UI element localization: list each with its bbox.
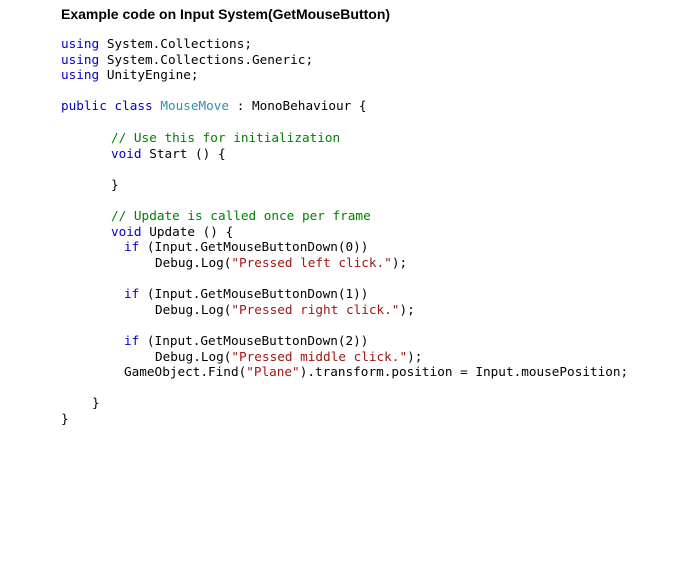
code-text: (Input.GetMouseButtonDown(1))	[139, 286, 369, 301]
code-text: Debug.Log(	[155, 255, 232, 270]
code-text: }	[111, 177, 119, 192]
keyword: if	[124, 286, 140, 301]
code-text: System.Collections.Generic;	[99, 52, 314, 67]
code-text: (Input.GetMouseButtonDown(0))	[139, 239, 369, 254]
code-text: }	[92, 395, 100, 410]
code-text: System.Collections;	[99, 36, 252, 51]
code-text: (Input.GetMouseButtonDown(2))	[139, 333, 369, 348]
code-line-class-declaration: public class MouseMove : MonoBehaviour {	[61, 98, 367, 113]
code-line-class-close: }	[61, 411, 69, 426]
code-line-log-left: Debug.Log("Pressed left click.");	[155, 255, 407, 270]
keyword: void	[111, 146, 142, 161]
code-line-using-generic: using System.Collections.Generic;	[61, 52, 313, 67]
comment: // Update is called once per frame	[111, 208, 371, 223]
code-line-update-declaration: void Update () {	[111, 224, 233, 239]
document-page: Example code on Input System(GetMouseBut…	[61, 6, 629, 426]
code-comment-initialization: // Use this for initialization	[111, 130, 340, 145]
code-line-gameobject-find: GameObject.Find("Plane").transform.posit…	[124, 364, 628, 379]
keyword: if	[124, 333, 140, 348]
code-text: );	[399, 302, 415, 317]
code-text: ).transform.position = Input.mousePositi…	[299, 364, 629, 379]
keyword: void	[111, 224, 142, 239]
code-text: );	[391, 255, 408, 270]
document-title: Example code on Input System(GetMouseBut…	[61, 6, 391, 22]
code-text: Debug.Log(	[155, 302, 232, 317]
code-text: UnityEngine;	[99, 67, 199, 82]
code-text: Debug.Log(	[155, 349, 232, 364]
string-literal: "Plane"	[246, 364, 300, 379]
code-line-start-declaration: void Start () {	[111, 146, 226, 161]
string-literal: "Pressed left click."	[231, 255, 392, 270]
code-line-using-unityengine: using UnityEngine;	[61, 67, 199, 82]
keyword: using	[61, 67, 100, 82]
code-line-start-close: }	[111, 177, 119, 192]
keyword: public class	[61, 98, 153, 113]
code-line-update-close: }	[92, 395, 100, 410]
code-line-if-left: if (Input.GetMouseButtonDown(0))	[124, 239, 368, 254]
string-literal: "Pressed right click."	[231, 302, 400, 317]
code-line-if-right: if (Input.GetMouseButtonDown(1))	[124, 286, 368, 301]
string-literal: "Pressed middle click."	[231, 349, 408, 364]
type-name: MouseMove	[160, 98, 230, 113]
code-text: : MonoBehaviour {	[229, 98, 367, 113]
keyword: using	[61, 36, 100, 51]
code-text: }	[61, 411, 69, 426]
code-comment-update: // Update is called once per frame	[111, 208, 371, 223]
code-text: Start () {	[141, 146, 226, 161]
code-text: GameObject.Find(	[124, 364, 247, 379]
code-text: );	[407, 349, 423, 364]
code-line-log-right: Debug.Log("Pressed right click.");	[155, 302, 415, 317]
code-text: Update () {	[141, 224, 234, 239]
keyword: if	[124, 239, 140, 254]
code-line-log-middle: Debug.Log("Pressed middle click.");	[155, 349, 422, 364]
comment: // Use this for initialization	[111, 130, 341, 145]
code-line-if-middle: if (Input.GetMouseButtonDown(2))	[124, 333, 368, 348]
code-line-using-collections: using System.Collections;	[61, 36, 252, 51]
code-block: using System.Collections; using System.C…	[0, 0, 628, 585]
keyword: using	[61, 52, 100, 67]
